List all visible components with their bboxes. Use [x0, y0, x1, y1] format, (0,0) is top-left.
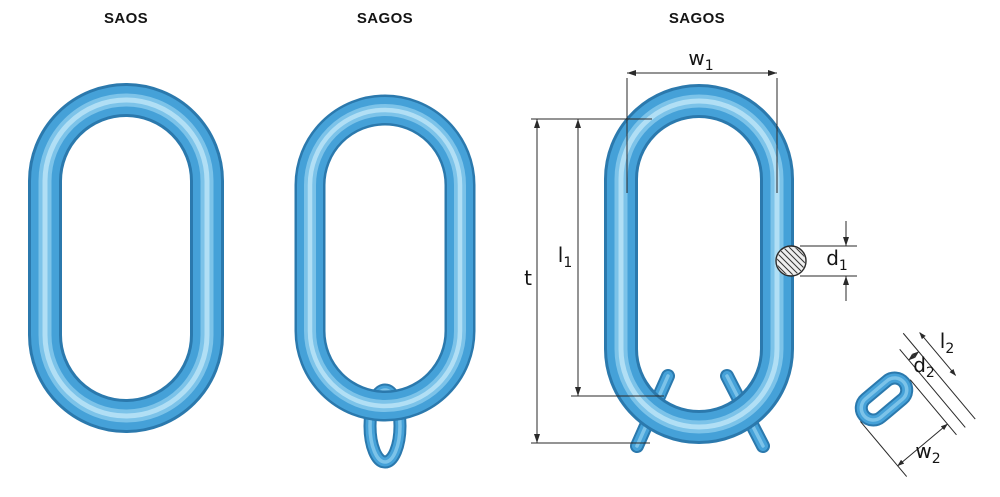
- section-hatch-lines: [777, 247, 805, 275]
- w2-dimension-line: [897, 423, 948, 467]
- figure-title-sagos: SAGOS: [356, 10, 414, 27]
- dim-label-d2-base: d: [913, 353, 926, 377]
- d2-extension-outer: [902, 332, 976, 420]
- dim-label-l1-sub: 1: [563, 255, 573, 271]
- small-link-group: [854, 332, 976, 477]
- d2-dimension: [899, 332, 976, 428]
- dim-label-d1-base: d: [826, 246, 839, 270]
- dim-label-w2: w2: [915, 441, 940, 466]
- dim-label-t: t: [524, 268, 532, 293]
- ring-outline: [604, 84, 794, 444]
- t-dimension: [531, 118, 652, 444]
- l2-dimension: [919, 332, 957, 376]
- dim-label-l2-base: l: [939, 329, 946, 353]
- dim-label-l1-base: l: [557, 243, 564, 267]
- d1-dimension: [800, 221, 857, 301]
- ring-outline: [294, 94, 476, 422]
- dim-label-w1-base: w: [688, 46, 705, 70]
- d2-extension-inner: [899, 348, 966, 428]
- sagos-sub-ring: [363, 383, 407, 469]
- w2-dimension: [860, 379, 957, 477]
- small-link: [854, 371, 914, 427]
- dim-label-w2-base: w: [915, 439, 932, 463]
- dim-label-l2-sub: 2: [945, 341, 955, 357]
- dim-label-d2: d2: [913, 355, 935, 380]
- ring-outline: [28, 83, 224, 433]
- dim-label-d1-sub: 1: [838, 258, 848, 274]
- dim-label-w1-sub: 1: [704, 58, 714, 74]
- dim-label-d1: d1: [826, 248, 848, 273]
- w2-extension-right: [909, 379, 957, 436]
- l1-dimension: [571, 119, 664, 397]
- cross-section-hatched-circle: [775, 245, 807, 277]
- figure-title-sagos-dimensioned: SAGOS: [668, 10, 726, 27]
- ring-core-highlight: [42, 97, 210, 419]
- dim-label-l2: l2: [940, 331, 954, 356]
- l2-dimension-line: [919, 332, 957, 376]
- ring-core-highlight: [307, 107, 463, 409]
- sagos-dimensioned-ring: [604, 84, 794, 444]
- dim-label-d2-sub: 2: [925, 365, 935, 381]
- w1-dimension: [626, 70, 778, 193]
- sagos-ring: [294, 94, 476, 422]
- dim-label-w2-sub: 2: [931, 451, 941, 467]
- dim-label-l1: l1: [558, 245, 572, 270]
- w2-extension-left: [860, 421, 908, 477]
- d2-dimension-line: [908, 351, 920, 361]
- saos-ring: [28, 83, 224, 433]
- small-link-highlight: [859, 376, 909, 422]
- dim-label-t-base: t: [524, 266, 532, 290]
- figure-title-saos: SAOS: [103, 10, 149, 27]
- sub-ring-highlight: [368, 388, 402, 464]
- dim-label-w1: w1: [688, 48, 713, 73]
